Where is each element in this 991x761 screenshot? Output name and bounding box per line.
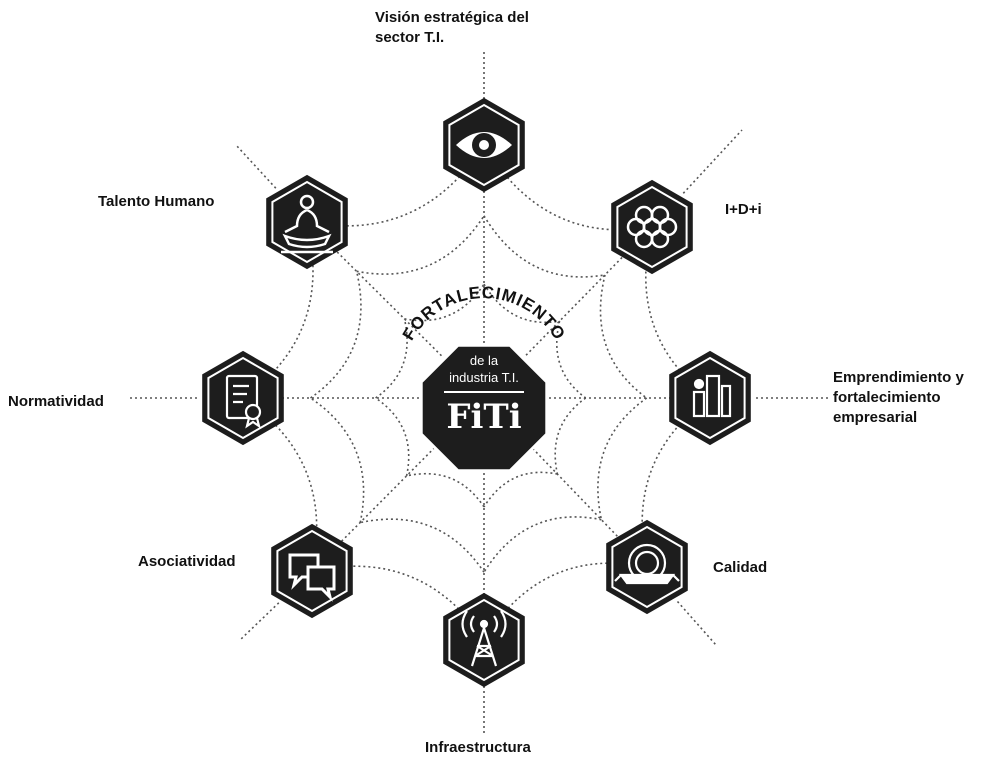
hexagon-inner-ring bbox=[207, 356, 279, 440]
label-talento-text: Talento Humano bbox=[98, 193, 215, 210]
antenna-tower-icon bbox=[461, 610, 507, 667]
web-ring-arc bbox=[483, 215, 606, 278]
quality-seal-icon bbox=[614, 543, 680, 585]
label-normatividad: Normatividad bbox=[8, 392, 104, 412]
label-asociatividad: Asociatividad bbox=[138, 552, 236, 572]
label-calidad-text: Calidad bbox=[713, 559, 768, 576]
label-infraestructura: Infraestructura bbox=[425, 738, 531, 758]
web-ring-arc bbox=[483, 283, 560, 324]
molecule-cluster-icon bbox=[626, 205, 678, 249]
leader-line bbox=[235, 144, 277, 189]
label-vision-line-2: sector T.I. bbox=[375, 29, 445, 46]
node-vision-hexagon bbox=[443, 97, 525, 193]
web-ring-arc bbox=[375, 397, 410, 477]
web-ring-arc bbox=[375, 318, 408, 399]
label-normatividad-text: Normatividad bbox=[8, 393, 104, 410]
label-asociatividad-text: Asociatividad bbox=[138, 553, 236, 570]
meditating-person-icon bbox=[281, 194, 333, 254]
label-emprendimiento-line-3: empresarial bbox=[833, 409, 918, 426]
web-ring-arc bbox=[404, 283, 485, 322]
leader-line bbox=[676, 600, 717, 646]
web-ring-arc bbox=[356, 215, 485, 275]
node-calidad-hexagon bbox=[606, 519, 688, 615]
label-emprendimiento: Emprendimiento y fortalecimiento empresa… bbox=[833, 368, 964, 428]
chat-bubbles-icon bbox=[288, 553, 336, 602]
label-emprendimiento-line-2: fortalecimiento bbox=[833, 389, 941, 406]
node-normatividad-hexagon bbox=[202, 350, 284, 446]
web-ring-arc bbox=[310, 271, 362, 399]
outer-leader-lines bbox=[130, 52, 830, 735]
eye-icon bbox=[456, 132, 512, 158]
hexagon-inner-ring bbox=[448, 598, 520, 682]
label-calidad: Calidad bbox=[713, 558, 767, 578]
label-talento: Talento Humano bbox=[98, 192, 214, 212]
label-idi: I+D+i bbox=[725, 200, 762, 220]
business-growth-icon bbox=[692, 374, 732, 418]
web-ring-arc bbox=[406, 472, 485, 508]
hexagon-inner-ring bbox=[448, 103, 520, 187]
document-seal-icon bbox=[225, 374, 262, 429]
label-emprendimiento-line-1: Emprendimiento y bbox=[833, 369, 964, 386]
center-octagon bbox=[419, 343, 549, 473]
center-line-2: industria T.I. bbox=[449, 370, 519, 385]
label-idi-text: I+D+i bbox=[725, 201, 762, 218]
leader-line bbox=[239, 602, 280, 641]
web-ring-arc bbox=[599, 274, 648, 399]
web-ring-arc bbox=[310, 397, 365, 523]
center-arc-title: FORTALECIMIENTO bbox=[399, 283, 569, 344]
node-asociatividad-hexagon bbox=[271, 523, 353, 619]
web-ring-arc bbox=[360, 518, 485, 573]
label-infraestructura-text: Infraestructura bbox=[425, 739, 531, 756]
label-vision: Visión estratégica del sector T.I. bbox=[375, 8, 529, 48]
hexagon-inner-ring bbox=[616, 185, 688, 269]
node-idi-hexagon bbox=[611, 179, 693, 275]
center-acronym: FiTi bbox=[446, 397, 521, 437]
hexagon-inner-ring bbox=[611, 525, 683, 609]
web-ring-arc bbox=[483, 471, 558, 508]
web-ring-arc bbox=[554, 397, 587, 475]
web-ring-arc bbox=[483, 516, 602, 573]
leader-line bbox=[682, 129, 743, 194]
node-emprendimiento-hexagon bbox=[669, 350, 751, 446]
hexagon-inner-ring bbox=[674, 356, 746, 440]
node-talento-hexagon bbox=[266, 174, 348, 270]
hexagon-inner-ring bbox=[276, 529, 348, 613]
web-ring-arc bbox=[597, 397, 648, 520]
node-infraestructura-hexagon bbox=[443, 592, 525, 688]
label-vision-line-1: Visión estratégica del bbox=[375, 9, 529, 26]
center-line-1: de la bbox=[470, 353, 499, 368]
hexagon-inner-ring bbox=[271, 180, 343, 264]
